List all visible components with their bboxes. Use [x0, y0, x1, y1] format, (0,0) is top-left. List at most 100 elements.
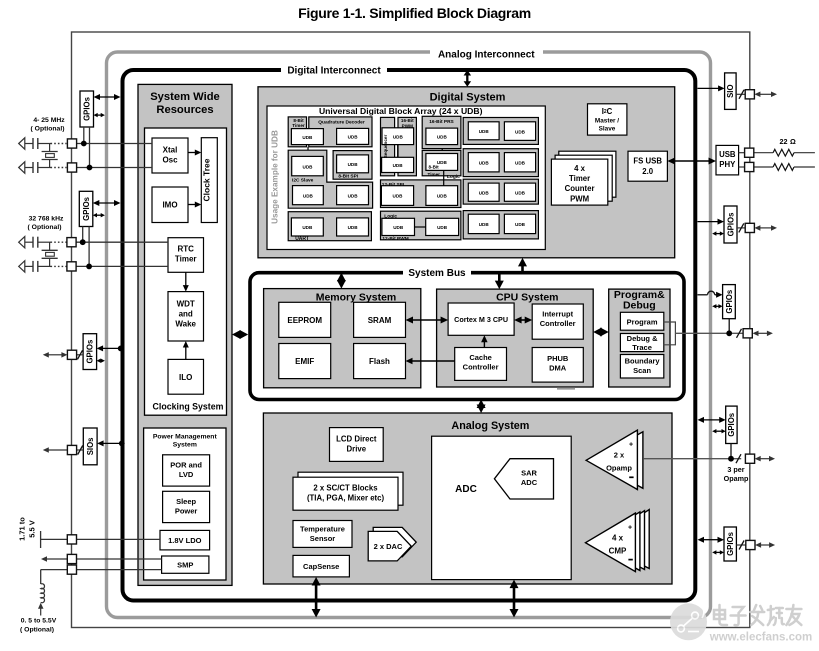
svg-text:CPU System: CPU System: [496, 292, 558, 304]
svg-text:Slave: Slave: [599, 125, 616, 132]
svg-text:WDT: WDT: [177, 300, 195, 309]
svg-text:8-Bit: 8-Bit: [429, 165, 440, 170]
svg-text:I2C: I2C: [602, 107, 613, 116]
svg-text:SIOs: SIOs: [86, 437, 95, 455]
svg-text:Sequencer: Sequencer: [383, 135, 388, 159]
svg-text:Power Management: Power Management: [153, 434, 218, 441]
svg-text:ADC: ADC: [455, 484, 477, 495]
svg-text:GPIOs: GPIOs: [83, 96, 92, 120]
svg-text:Program: Program: [627, 317, 658, 326]
svg-text:CapSense: CapSense: [303, 562, 339, 571]
svg-text:and: and: [179, 310, 193, 319]
svg-text:( Optional): ( Optional): [20, 627, 54, 634]
svg-text:2 x: 2 x: [614, 450, 625, 459]
svg-text:SMP: SMP: [177, 561, 193, 570]
svg-text:Counter: Counter: [565, 184, 595, 193]
svg-text:System Wide: System Wide: [150, 91, 220, 103]
svg-text:8-Bit SPI: 8-Bit SPI: [338, 174, 358, 180]
svg-text:4 x: 4 x: [574, 164, 586, 173]
svg-text:Clocking System: Clocking System: [153, 402, 224, 412]
svg-text:UDB: UDB: [302, 225, 313, 230]
svg-text:EMIF: EMIF: [295, 357, 314, 366]
svg-text:Opamp: Opamp: [606, 463, 632, 472]
svg-text:Figure 1-1. Simplified Block D: Figure 1-1. Simplified Block Diagram: [298, 5, 531, 21]
svg-text:Debug: Debug: [623, 300, 656, 312]
svg-text:Master /: Master /: [595, 117, 619, 124]
svg-text:SIO: SIO: [726, 84, 735, 97]
svg-text:PWM: PWM: [570, 194, 589, 203]
svg-text:UDB: UDB: [479, 129, 490, 134]
svg-text:Controller: Controller: [540, 319, 576, 328]
svg-text:IMO: IMO: [162, 201, 177, 210]
svg-text:Scan: Scan: [633, 366, 651, 375]
svg-text:DMA: DMA: [549, 364, 567, 373]
svg-text:UDB: UDB: [303, 164, 314, 169]
svg-text:Boundary: Boundary: [625, 357, 661, 366]
svg-text:UDB: UDB: [348, 162, 359, 167]
svg-text:LVD: LVD: [179, 470, 194, 479]
svg-text:Sleep: Sleep: [176, 497, 196, 506]
svg-text:Sensor: Sensor: [310, 534, 336, 543]
svg-text:Wake: Wake: [175, 320, 196, 329]
svg-text:Universal Digital Block Array: Universal Digital Block Array (24 x UDB): [319, 106, 483, 116]
svg-text:Interrupt: Interrupt: [542, 310, 573, 319]
svg-text:(TIA, PGA, Mixer etc): (TIA, PGA, Mixer etc): [307, 494, 385, 503]
svg-text:( Optional): ( Optional): [28, 224, 62, 231]
svg-text:Timer: Timer: [175, 255, 197, 264]
svg-text:Digital System: Digital System: [430, 91, 506, 103]
svg-text:2 x DAC: 2 x DAC: [374, 542, 403, 551]
svg-text:0. 5 to 5.5V: 0. 5 to 5.5V: [21, 618, 57, 625]
svg-text:UDB: UDB: [479, 160, 490, 165]
svg-text:SRAM: SRAM: [368, 316, 392, 325]
svg-text:Ω: Ω: [790, 137, 796, 146]
svg-text:Flash: Flash: [369, 357, 390, 366]
svg-text:www.elecfans.com: www.elecfans.com: [709, 632, 812, 644]
svg-text:Debug &: Debug &: [627, 334, 658, 343]
svg-text:UDB: UDB: [393, 134, 404, 139]
svg-text:Analog Interconnect: Analog Interconnect: [438, 49, 535, 60]
svg-text:PHY: PHY: [719, 160, 736, 169]
svg-text:ILO: ILO: [179, 373, 192, 382]
svg-text:FS USB: FS USB: [633, 157, 662, 166]
svg-text:+: +: [629, 442, 633, 449]
svg-text:Usage Example for UDB: Usage Example for UDB: [271, 130, 280, 224]
svg-text:UDB: UDB: [515, 190, 526, 195]
svg-text:UDB: UDB: [348, 135, 359, 140]
svg-text:UDB: UDB: [348, 193, 359, 198]
svg-text:UDB: UDB: [515, 129, 526, 134]
svg-text:UART: UART: [295, 236, 309, 242]
svg-text:I2C Slave: I2C Slave: [292, 178, 314, 184]
svg-text:UDB: UDB: [348, 225, 359, 230]
svg-text:UDB: UDB: [437, 225, 448, 230]
svg-text:5.5 V: 5.5 V: [28, 520, 37, 538]
svg-text:ADC: ADC: [521, 478, 538, 487]
svg-text:4- 25 MHz: 4- 25 MHz: [33, 117, 65, 124]
svg-text:SAR: SAR: [521, 468, 537, 477]
svg-text:16-Bit: 16-Bit: [401, 118, 414, 123]
svg-text:3 per: 3 per: [727, 465, 744, 474]
svg-text:UDB: UDB: [393, 194, 404, 199]
svg-text:Temperature: Temperature: [300, 525, 345, 534]
svg-text:1.8V LDO: 1.8V LDO: [168, 536, 202, 545]
svg-text:Opamp: Opamp: [724, 474, 749, 483]
svg-text:UDB: UDB: [515, 160, 526, 165]
svg-text:CMP: CMP: [609, 546, 627, 555]
svg-text:Timer: Timer: [428, 172, 441, 177]
svg-text:+: +: [628, 525, 632, 532]
svg-text:EEPROM: EEPROM: [287, 316, 322, 325]
svg-text:UDB: UDB: [393, 225, 404, 230]
svg-text:Digital Interconnect: Digital Interconnect: [287, 66, 381, 77]
svg-text:Quadrature Decoder: Quadrature Decoder: [318, 119, 365, 125]
svg-text:System Bus: System Bus: [408, 268, 466, 279]
svg-text:2.0: 2.0: [642, 167, 654, 176]
svg-text:GPIOs: GPIOs: [82, 196, 91, 220]
svg-text:Controller: Controller: [463, 363, 499, 372]
svg-text:12-Bit PWM: 12-Bit PWM: [382, 236, 408, 242]
svg-text:UDB: UDB: [515, 222, 526, 227]
svg-text:Timer: Timer: [292, 123, 305, 128]
svg-text:POR and: POR and: [170, 460, 202, 469]
svg-text:Power: Power: [175, 506, 198, 515]
svg-text:Cache: Cache: [469, 353, 492, 362]
svg-text:Memory System: Memory System: [316, 292, 397, 304]
svg-text:Logic: Logic: [384, 213, 397, 219]
